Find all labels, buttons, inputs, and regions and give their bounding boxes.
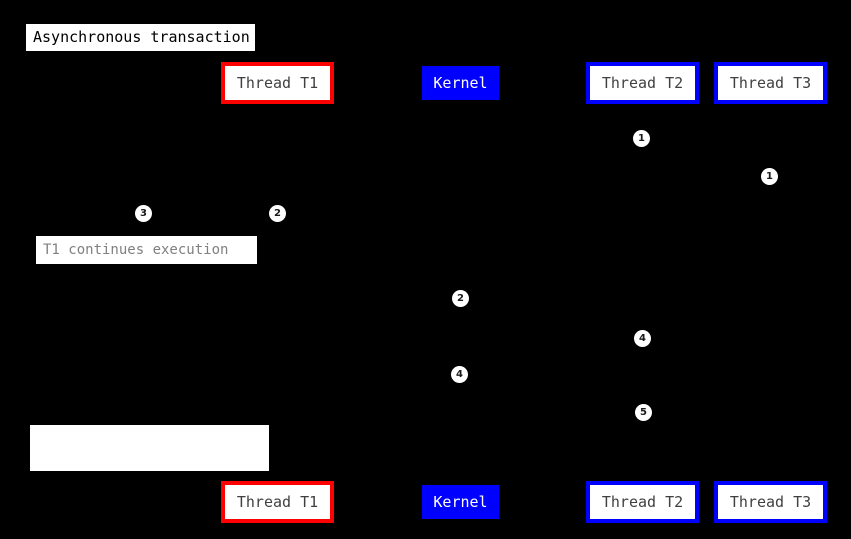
note-box: T1 continues execution (36, 236, 257, 264)
diagram-title: Asynchronous transaction (26, 24, 255, 51)
blank-activation-box (30, 425, 269, 471)
lifeline-head-thread-t1[interactable]: Thread T1 (221, 62, 334, 104)
lifeline-foot-kernel[interactable]: Kernel (422, 485, 499, 519)
lifeline-axis-thread-t2 (642, 104, 643, 481)
step-badge-2: 2 (269, 205, 286, 222)
lifeline-foot-thread-t3[interactable]: Thread T3 (714, 481, 827, 523)
lifeline-axis-thread-t1 (277, 104, 278, 481)
lifeline-foot-thread-t1[interactable]: Thread T1 (221, 481, 334, 523)
lifeline-head-kernel[interactable]: Kernel (422, 66, 499, 100)
step-badge-4: 4 (451, 366, 468, 383)
step-badge-3: 3 (135, 205, 152, 222)
lifeline-foot-thread-t2[interactable]: Thread T2 (586, 481, 699, 523)
step-badge-4: 4 (634, 330, 651, 347)
step-badge-2: 2 (452, 290, 469, 307)
step-badge-1: 1 (633, 130, 650, 147)
step-badge-1: 1 (761, 168, 778, 185)
lifeline-head-thread-t2[interactable]: Thread T2 (586, 62, 699, 104)
step-badge-5: 5 (635, 404, 652, 421)
lifeline-head-thread-t3[interactable]: Thread T3 (714, 62, 827, 104)
lifeline-axis-thread-t3 (770, 104, 771, 481)
